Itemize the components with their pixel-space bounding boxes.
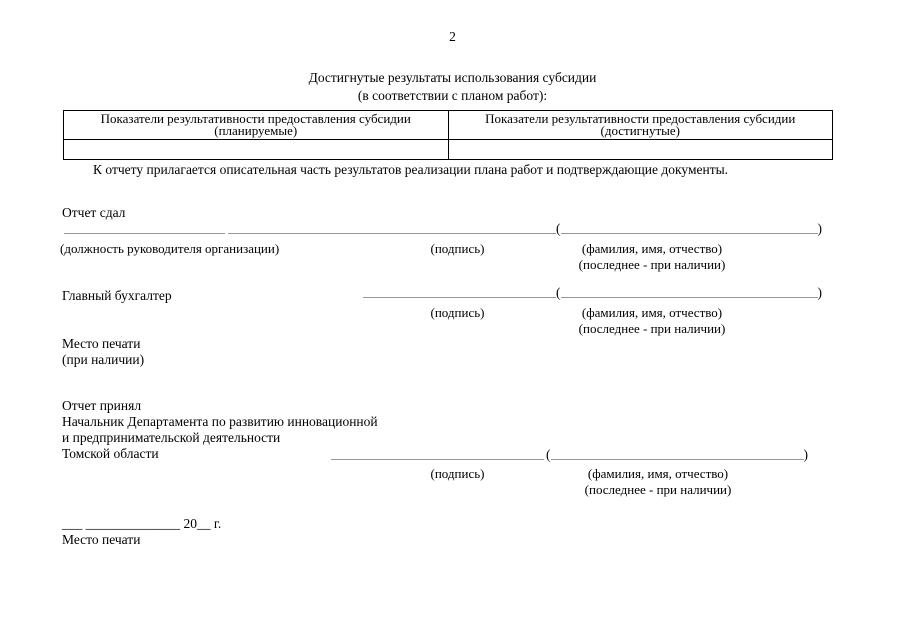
document-title-line2: (в соответствии с планом работ): bbox=[357, 87, 548, 103]
open-paren: ( bbox=[556, 221, 561, 236]
fullname-note-caption: (последнее - при наличии) bbox=[584, 482, 732, 497]
table-header-planned-line2: (планируемые) bbox=[214, 123, 298, 138]
fullname-blank-rule bbox=[560, 220, 818, 234]
chief-accountant-label: Главный бухгалтер bbox=[62, 288, 172, 303]
position-caption: (должность руководителя организации) bbox=[60, 241, 280, 256]
fullname-blank-rule bbox=[550, 446, 804, 460]
document-title-line1: Достигнутые результаты использования суб… bbox=[308, 70, 597, 85]
open-paren: ( bbox=[546, 447, 551, 462]
close-paren: ) bbox=[817, 221, 823, 236]
signature-caption: (подпись) bbox=[430, 241, 485, 256]
table-empty-row bbox=[63, 139, 833, 160]
results-table: Показатели результативности предоставлен… bbox=[63, 110, 833, 160]
fullname-caption: (фамилия, имя, отчество) bbox=[581, 241, 723, 256]
accepted-position-line1: Начальник Департамента по развитию иннов… bbox=[62, 414, 378, 429]
table-header-row: Показатели результативности предоставлен… bbox=[63, 110, 833, 140]
table-header-planned-line1: Показатели результативности предоставлен… bbox=[100, 110, 411, 126]
signature-blank-line bbox=[331, 445, 544, 460]
seal-place-label: Место печати bbox=[62, 336, 141, 351]
seal-availability-note: (при наличии) bbox=[62, 352, 145, 367]
fullname-blank-rule bbox=[560, 284, 818, 298]
close-paren: ) bbox=[803, 447, 809, 462]
table-header-planned: Показатели результативности предоставлен… bbox=[63, 110, 449, 140]
fullname-caption: (фамилия, имя, отчество) bbox=[581, 305, 723, 320]
table-header-achieved-line1: Показатели результативности предоставлен… bbox=[485, 110, 796, 126]
signature-caption: (подпись) bbox=[430, 305, 485, 320]
table-header-achieved-line2: (достигнутые) bbox=[600, 123, 680, 138]
page-number: 2 bbox=[449, 29, 456, 44]
table-cell-planned-empty bbox=[63, 139, 449, 160]
accepted-position-line3: Томской области bbox=[62, 446, 159, 461]
fullname-caption: (фамилия, имя, отчество) bbox=[587, 466, 729, 481]
accepted-position-line2: и предпринимательской деятельности bbox=[62, 430, 281, 445]
position-blank-line bbox=[64, 219, 225, 234]
fullname-blank-line: ( ) bbox=[556, 220, 823, 236]
attachment-note: К отчету прилагается описательная часть … bbox=[93, 162, 729, 177]
document-title: Достигнутые результаты использования суб… bbox=[0, 69, 905, 104]
report-accepted-label: Отчет принял bbox=[62, 398, 142, 413]
seal-place-bottom-label: Место печати bbox=[62, 532, 141, 547]
table-header-achieved: Показатели результативности предоставлен… bbox=[447, 110, 833, 140]
signature-caption: (подпись) bbox=[430, 466, 485, 481]
signature-blank-line bbox=[363, 283, 556, 298]
date-blank-line: ___ ______________ 20__ г. bbox=[62, 516, 222, 531]
close-paren: ) bbox=[817, 285, 823, 300]
fullname-blank-line: ( ) bbox=[556, 284, 823, 300]
fullname-note-caption: (последнее - при наличии) bbox=[578, 321, 726, 336]
fullname-blank-line: ( ) bbox=[546, 446, 809, 462]
report-submitted-label: Отчет сдал bbox=[62, 205, 126, 220]
table-cell-achieved-empty bbox=[447, 139, 833, 160]
signature-blank-line bbox=[228, 219, 556, 234]
open-paren: ( bbox=[556, 285, 561, 300]
fullname-note-caption: (последнее - при наличии) bbox=[578, 257, 726, 272]
